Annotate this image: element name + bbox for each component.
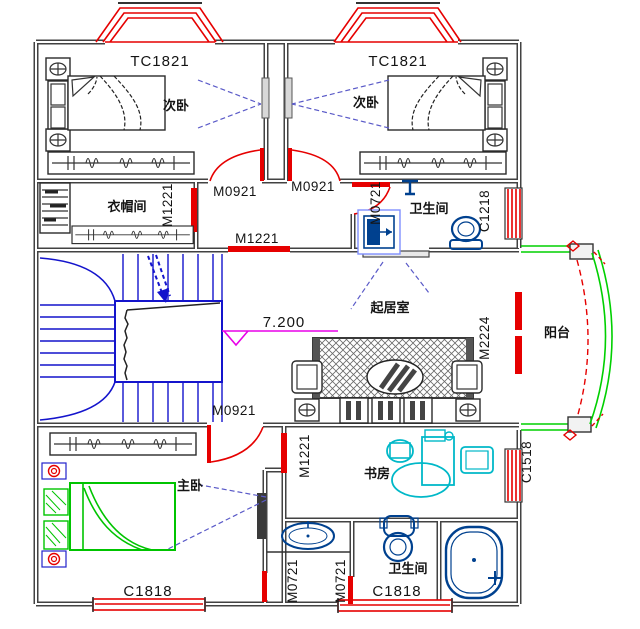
window-label-c1218: C1218 (477, 190, 492, 232)
doors (191, 148, 522, 604)
door-label-m1221-cloakroom: M1221 (160, 183, 175, 227)
door-m0921-master (207, 425, 264, 463)
stair-break-mask (127, 303, 220, 380)
room-label-bedroom-left: 次卧 (163, 98, 189, 113)
bay-window-left (95, 2, 224, 43)
door-label-m1221-hall: M1221 (235, 231, 279, 246)
cloakroom-furniture (39, 182, 193, 244)
bay-window-right (333, 2, 462, 43)
window-c1818-right-symbol (337, 598, 453, 613)
master-bedroom-furniture (41, 433, 267, 568)
window-c1518-symbol (504, 448, 523, 503)
toilet-bottom (379, 515, 419, 563)
room-label-bathroom-bottom: 卫生间 (388, 561, 427, 576)
door-label-m0921-top-right: M0921 (291, 179, 335, 194)
door-label-m0721-bath-mid: M0721 (368, 181, 383, 225)
staircase (39, 254, 223, 422)
chair-right (451, 360, 483, 394)
door-m1221-hall (228, 246, 290, 252)
balcony-structure (521, 240, 613, 441)
sightlines-bedrooms (197, 79, 390, 129)
room-label-living-room: 起居室 (369, 300, 409, 315)
chairs-bottom (339, 397, 433, 424)
shaft-recess-right (284, 77, 293, 119)
door-label-m0721-bottom-left: M0721 (285, 559, 300, 603)
window-label-tc1821-left: TC1821 (130, 53, 189, 70)
bathtub (444, 525, 504, 600)
bedroom-right-furniture (360, 58, 507, 174)
window-label-c1818-right: C1818 (372, 583, 421, 600)
room-label-master-bedroom: 主卧 (177, 478, 203, 493)
bathroom-bottom-fixtures (267, 515, 504, 600)
wall-lamp-top (41, 462, 67, 480)
bathroom-mid-fixtures (357, 179, 483, 255)
balcony-post-marker-top (565, 240, 581, 252)
bedroom-left-furniture (46, 58, 194, 174)
door-m0721-bottom-left (262, 571, 267, 602)
door-m0921-top-left (209, 148, 264, 182)
window-label-tc1821-right: TC1821 (368, 53, 427, 70)
faucet-symbol (402, 179, 418, 196)
door-label-m0921-master: M0921 (212, 403, 256, 418)
wall-lamp-bottom (41, 550, 67, 568)
side-table-left (294, 398, 320, 422)
door-m1221-cloakroom (191, 188, 197, 232)
balcony-post-marker-bottom (562, 429, 578, 441)
window-c1818-left-symbol (92, 597, 206, 612)
study-chair-mat (391, 462, 451, 498)
room-label-cloakroom: 衣帽间 (107, 199, 146, 214)
shower (357, 209, 401, 255)
sink (267, 521, 350, 553)
room-label-bedroom-right: 次卧 (353, 95, 379, 110)
room-label-bathroom-mid: 卫生间 (409, 201, 448, 216)
toilet-mid (449, 215, 483, 250)
study-chair-right (460, 446, 494, 474)
wall-pier (257, 493, 266, 539)
table-centerpiece (366, 359, 424, 395)
room-label-balcony: 阳台 (544, 325, 570, 340)
study-furniture (386, 429, 494, 498)
door-label-m2224-balcony: M2224 (477, 316, 492, 360)
room-label-study: 书房 (364, 466, 390, 481)
chair-left (291, 360, 323, 394)
door-label-m0721-bottom-right: M0721 (333, 559, 348, 603)
shaft-recess-left (261, 77, 270, 119)
door-label-m1221-study: M1221 (297, 434, 312, 478)
door-m1221-study (281, 433, 287, 473)
stair-up-arrow (147, 254, 171, 303)
window-c1218-symbol (504, 187, 523, 240)
elevation-marker (222, 330, 338, 347)
elevation-label: 7.200 (263, 314, 306, 331)
door-m0921-top-right (288, 148, 341, 182)
window-label-c1518: C1518 (519, 441, 534, 483)
door-m0721-bottom-right (348, 576, 353, 604)
door-m2224-balcony (515, 292, 522, 374)
master-bed (43, 482, 176, 551)
living-room-furniture (291, 261, 483, 424)
window-label-c1818-left: C1818 (123, 583, 172, 600)
side-table-right (455, 398, 481, 422)
door-label-m0921-top-left: M0921 (213, 184, 257, 199)
desk (421, 436, 455, 486)
